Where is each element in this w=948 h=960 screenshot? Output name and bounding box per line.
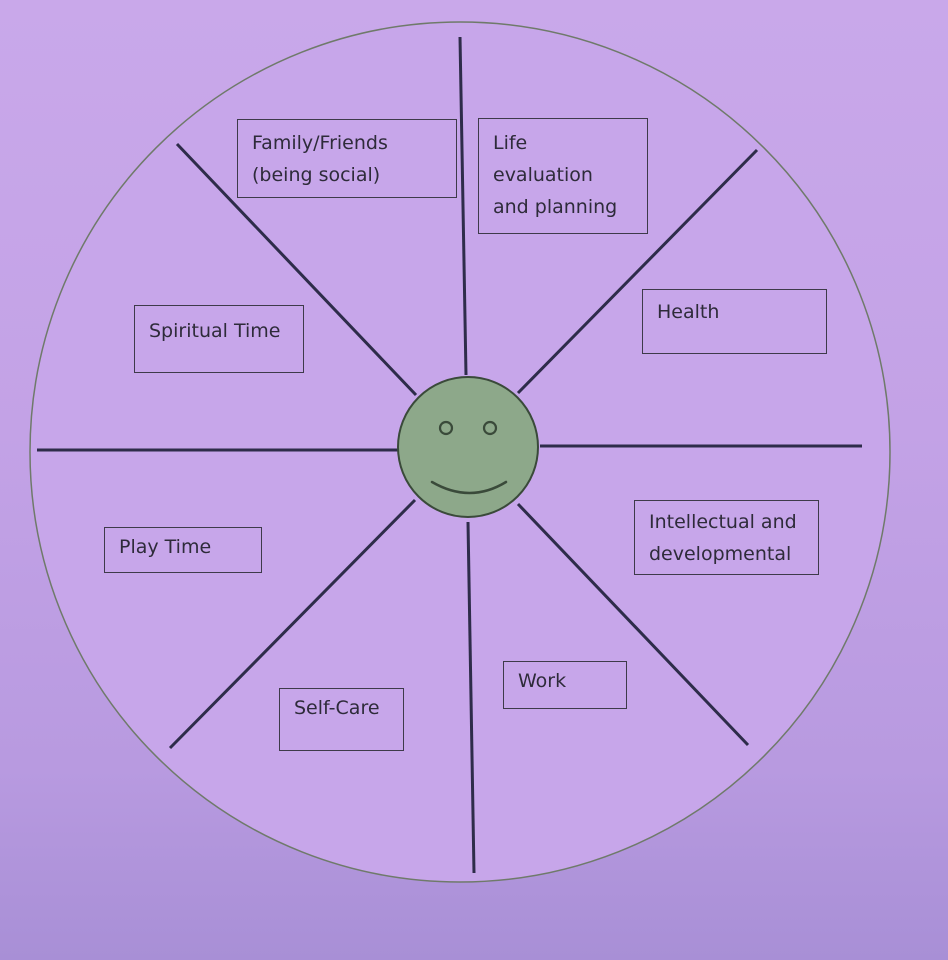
smiley-mouth: [430, 480, 508, 495]
segment-health[interactable]: Health: [642, 289, 827, 354]
segment-spiritual-time[interactable]: Spiritual Time: [134, 305, 304, 373]
segment-family-friends[interactable]: Family/Friends (being social): [237, 119, 457, 198]
segment-self-care[interactable]: Self-Care: [279, 688, 404, 751]
spoke-south-west: [168, 498, 417, 750]
spoke-north: [458, 36, 468, 376]
segment-play-time[interactable]: Play Time: [104, 527, 262, 573]
smiley-left-eye: [438, 420, 454, 436]
segment-life-evaluation[interactable]: Life evaluation and planning: [478, 118, 648, 234]
spoke-north-east: [516, 148, 759, 395]
smiley-face-circle: [397, 376, 539, 518]
smiley-face-icon: [397, 376, 539, 518]
spoke-south: [466, 521, 476, 874]
spoke-south-east: [516, 502, 750, 747]
smiley-right-eye: [482, 420, 498, 436]
segment-intellectual[interactable]: Intellectual and developmental: [634, 500, 819, 575]
spoke-north-west: [175, 142, 418, 397]
segment-work[interactable]: Work: [503, 661, 627, 709]
